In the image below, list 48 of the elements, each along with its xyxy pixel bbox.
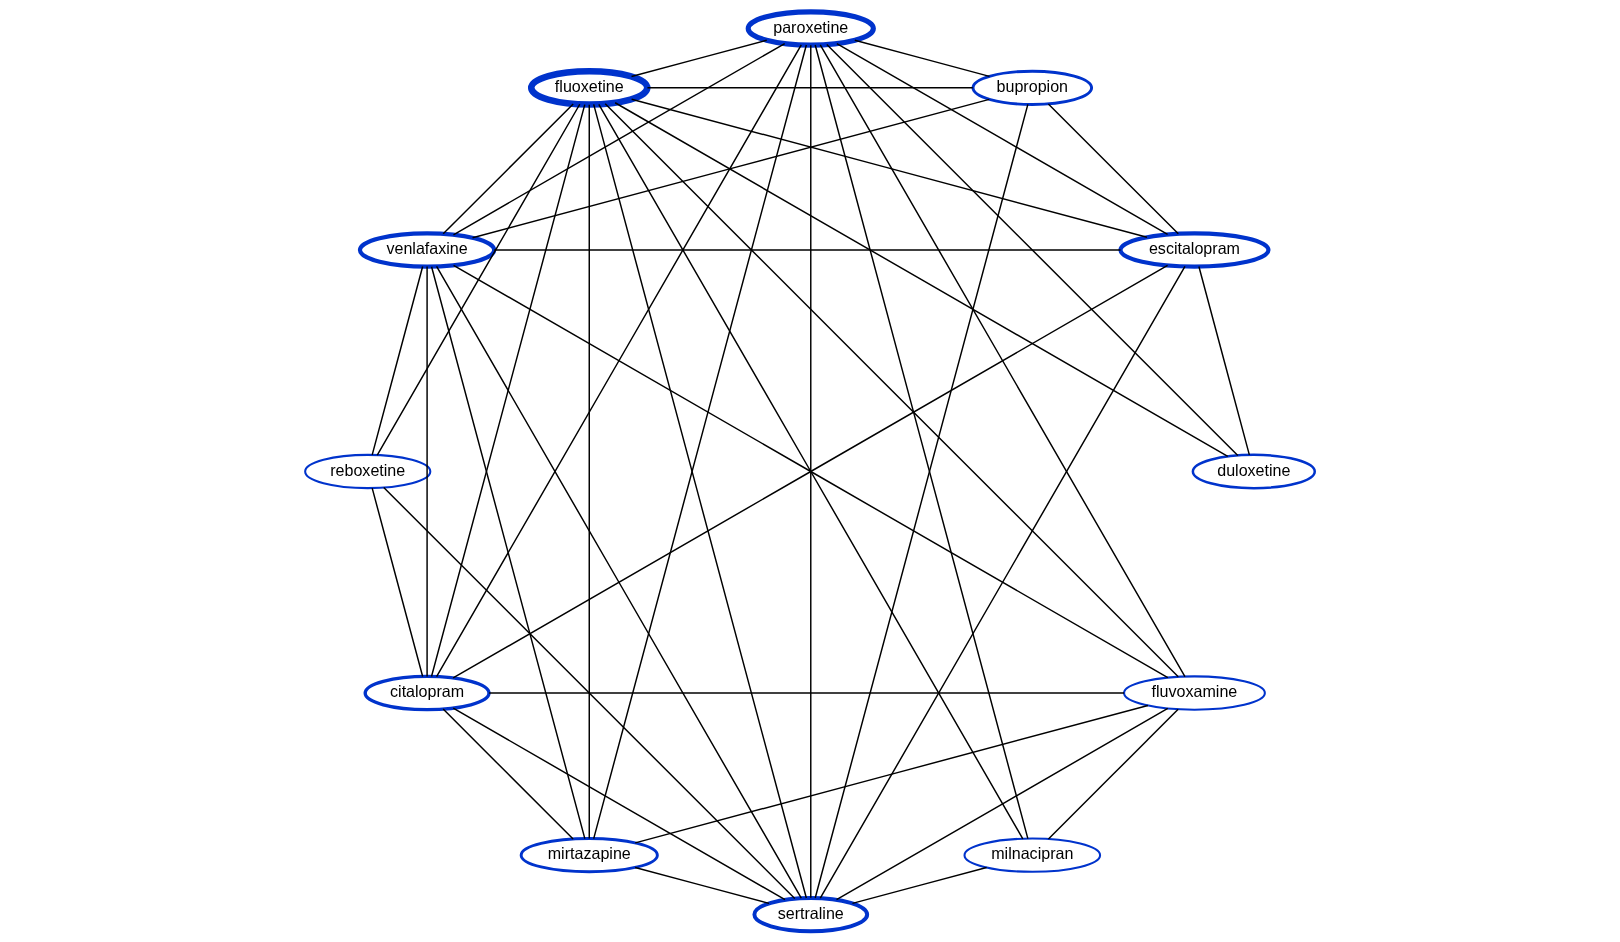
connector <box>1047 708 1179 840</box>
connector <box>630 97 1148 238</box>
connector <box>371 486 424 677</box>
connector <box>819 43 1186 677</box>
connector <box>604 102 1179 678</box>
connector <box>588 103 590 839</box>
node-ellipse: venlafaxine <box>357 230 497 269</box>
node-ellipse: fluvoxamine <box>1123 674 1266 711</box>
connector <box>630 39 768 77</box>
connector <box>430 265 586 839</box>
connector <box>493 248 1122 251</box>
node-ellipse: milnacipran <box>963 837 1102 873</box>
node-ellipse: fluoxetine <box>527 67 651 108</box>
connector <box>810 43 812 899</box>
connector <box>376 103 581 456</box>
connector <box>614 101 1229 457</box>
connector <box>442 102 574 235</box>
connector <box>646 86 974 89</box>
node-ellipse: mirtazapine <box>519 836 659 873</box>
connector <box>435 265 802 899</box>
connector <box>826 43 1239 456</box>
connector <box>851 866 988 904</box>
connector <box>1047 102 1180 235</box>
connector <box>488 691 1125 694</box>
connector <box>835 707 1169 900</box>
connector <box>634 704 1149 844</box>
connector <box>430 103 586 677</box>
connector <box>819 265 1186 899</box>
connector <box>435 43 802 677</box>
connector <box>371 265 424 456</box>
connector <box>598 103 1024 840</box>
connector <box>854 39 991 77</box>
node-ellipse: escitalopram <box>1118 230 1271 269</box>
node-ellipse: bupropion <box>971 69 1094 106</box>
node-ellipse: citalopram <box>363 674 491 711</box>
node-ellipse: sertraline <box>752 895 870 933</box>
connector <box>452 42 786 235</box>
connector <box>442 707 574 840</box>
connector <box>836 42 1169 235</box>
node-ellipse: paroxetine <box>745 8 876 48</box>
connector <box>452 706 786 900</box>
connector <box>383 486 796 899</box>
node-ellipse: duloxetine <box>1191 453 1316 489</box>
node-ellipse: reboxetine <box>304 453 432 489</box>
connector <box>1198 265 1251 456</box>
connector <box>471 98 990 238</box>
connector <box>634 866 770 904</box>
connector <box>426 265 428 677</box>
